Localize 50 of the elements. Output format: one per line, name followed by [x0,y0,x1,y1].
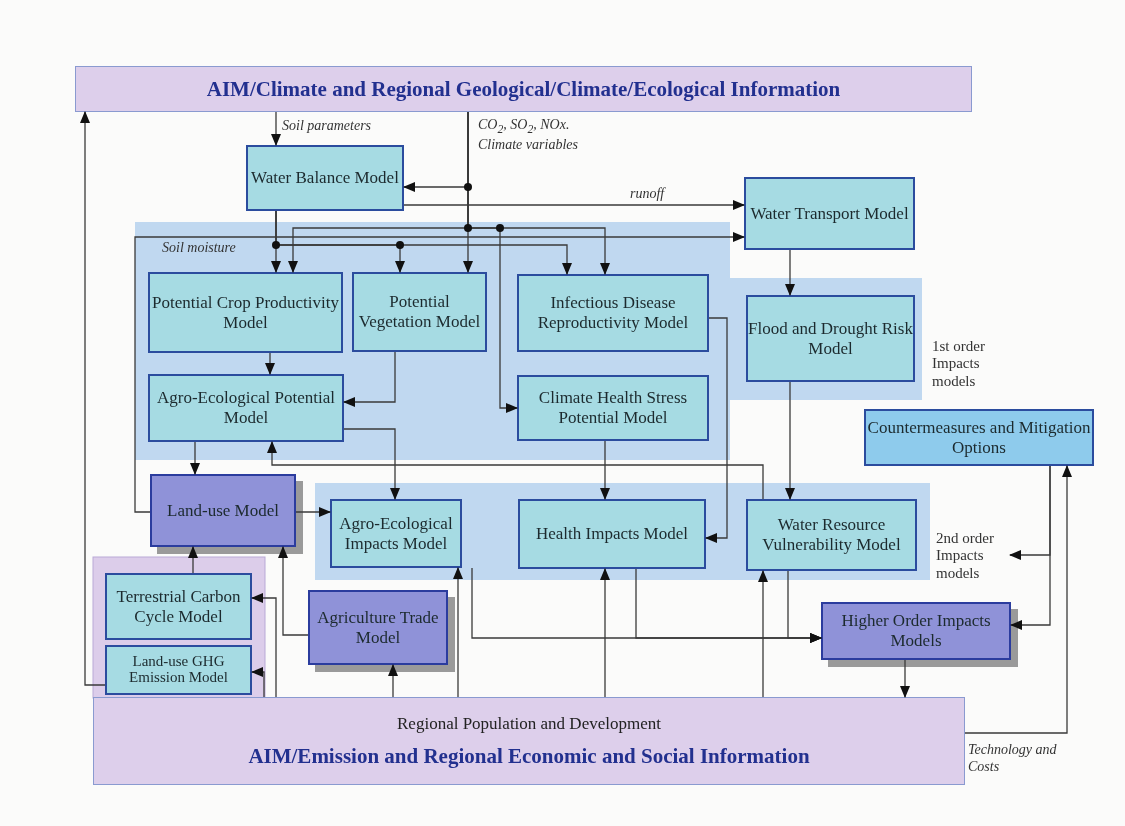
order-label: 1st order Impacts models [932,338,986,390]
arrow [265,352,275,375]
model-box: Agro-Ecological Potential Model [148,374,344,442]
arrow [343,428,400,500]
arrow [188,546,198,574]
edge-label: runoff [630,186,665,203]
arrow [388,664,398,698]
model-box: Potential Vegetation Model [352,272,487,352]
info-banner: Regional Population and Development AIM/Emission and Regional Economic and Social Information [93,697,965,785]
arrow [271,111,281,146]
arrow [453,567,463,698]
arrow [785,249,795,296]
model-box: Water Balance Model [246,145,404,211]
arrow [275,210,572,275]
model-box: Terrestrial Carbon Cycle Model [105,573,252,640]
arrow [964,465,1072,734]
arrow [787,570,822,643]
annotation: CO$_{2}$, SO$_{2}$, NOx. Climate variables [478,117,579,154]
arrow [403,200,745,210]
arrow [251,667,265,698]
edge-label: Technology and Costs [968,742,1058,776]
arrow [190,441,200,475]
arrow [758,570,768,698]
annotation: Soil moisture [162,240,237,257]
arrow [785,381,795,500]
model-box: Health Impacts Model [518,499,706,569]
info-banner: AIM/Climate and Regional Geological/Climate/Ecological Information [75,66,972,112]
arrow [251,593,277,698]
model-box: Water Transport Model [744,177,915,250]
arrow [600,440,610,500]
model-box: Agro-Ecological Impacts Model [330,499,462,568]
arrow [295,507,331,517]
arrow [343,351,396,407]
edge-label: Soil parameters [282,118,372,135]
arrow [1009,465,1051,560]
model-box: Infectious Disease Reproductivity Model [517,274,709,352]
arrow [134,232,745,513]
options-box: Countermeasures and Mitigation Options [864,409,1094,466]
arrow [278,546,309,636]
arrow [267,441,764,500]
model-box: Potential Crop Productivity Model [148,272,343,353]
model-box: Flood and Drought Risk Model [746,295,915,382]
arrow [600,568,610,698]
model-box: Land-use GHG Emission Model [105,645,252,695]
model-box: Climate Health Stress Potential Model [517,375,709,441]
arrow [80,111,106,686]
order-label: 2nd order Impacts models [936,528,1010,584]
model-box: Water Resource Vulnerability Model [746,499,917,571]
arrow [900,659,910,698]
arrow [705,317,728,543]
